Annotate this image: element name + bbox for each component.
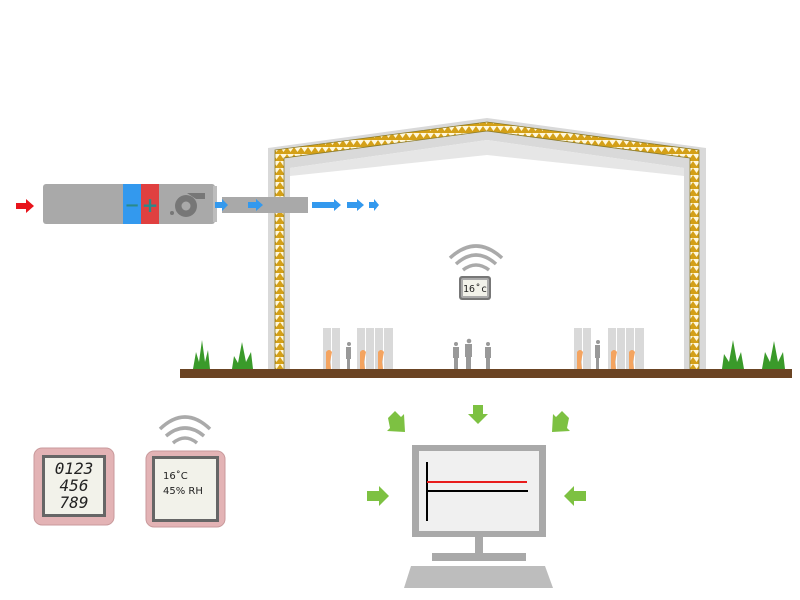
computer [404,445,553,588]
wifi-icon [448,244,504,272]
heater-symbol: + [142,193,159,217]
grass-right-2 [762,341,785,369]
room-sensor-reading: 16˚c [463,283,487,295]
wireless-humidity: 45% RH [163,486,203,497]
ground [180,369,792,378]
storage-racks-left [323,328,393,369]
person-icon [595,340,600,369]
arrow-top-right [552,411,570,432]
storage-racks-right [574,328,644,369]
monitor-base [432,553,526,561]
cooler-symbol: − [124,195,139,216]
keyboard [404,566,553,588]
fan-icon [170,193,205,217]
data-logger: 0123 456 789 [33,447,115,526]
people-group [453,338,491,369]
arrow-right [564,486,586,506]
wireless-temperature: 16˚C [163,470,188,482]
air-inlet-arrow [16,199,34,213]
grass-right-1 [722,340,744,369]
arrow-top-left [387,411,405,432]
monitor-stand [475,537,483,553]
building-outer-wall [268,118,706,370]
arrow-top [468,405,488,424]
building-inner-wall [290,140,684,176]
hvac-unit: − + [43,184,217,224]
cooler-coil [123,184,141,224]
wifi-icon [158,415,212,445]
wireless-sensor: 16˚C 45% RH [145,415,226,528]
data-input-arrows [367,405,586,506]
airflow-arrows [215,199,379,211]
arrow-left [367,486,389,506]
person-icon [346,342,351,369]
heater-coil [141,184,159,224]
grass-left-2 [232,342,253,369]
logger-row-2: 456 [60,476,89,495]
grass-left-1 [193,340,210,369]
room-sensor: 16˚c [448,244,504,300]
air-duct [222,197,308,213]
logger-row-1: 0123 [55,459,94,478]
logger-row-3: 789 [60,493,89,512]
